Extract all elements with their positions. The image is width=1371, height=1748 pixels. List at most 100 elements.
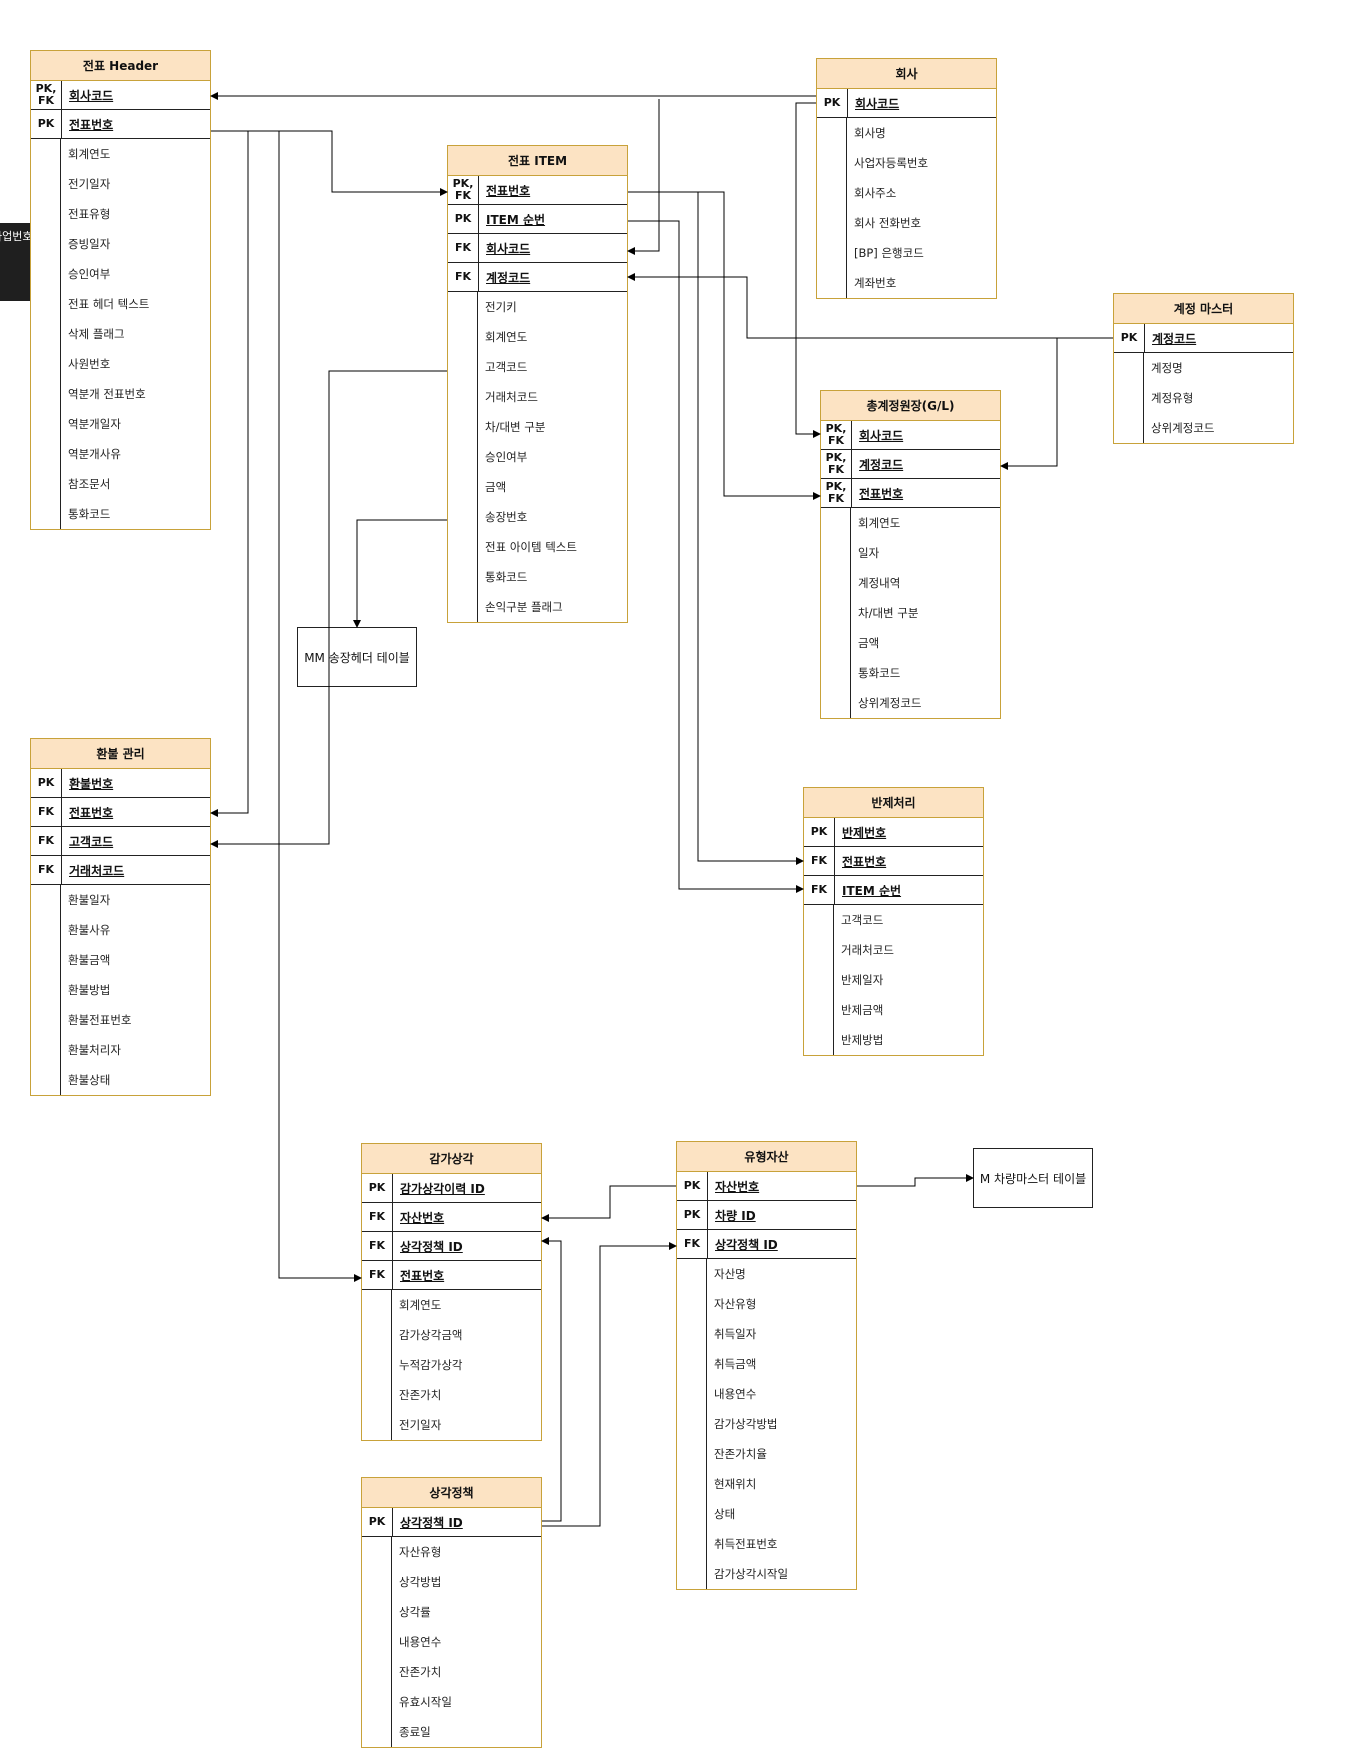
attribute[interactable]: 누적감가상각 xyxy=(399,1358,463,1372)
key-row[interactable]: FK 고객코드 xyxy=(31,827,210,856)
key-row[interactable]: PK, FK 계정코드 xyxy=(821,450,1000,479)
attribute[interactable]: 승인여부 xyxy=(485,450,528,464)
table-voucher-item[interactable]: 전표 ITEM PK, FK 전표번호 PK ITEM 순번 FK 회사코드 F… xyxy=(447,145,628,623)
key-row[interactable]: FK 회사코드 xyxy=(448,234,627,263)
attribute[interactable]: 계좌번호 xyxy=(854,276,897,290)
attribute[interactable]: 환불사유 xyxy=(68,923,111,937)
attribute[interactable]: 회사 전화번호 xyxy=(854,216,922,230)
attribute[interactable]: 회사주소 xyxy=(854,186,897,200)
attribute[interactable]: 차/대변 구분 xyxy=(485,420,546,434)
key-row[interactable]: PK 전표번호 xyxy=(31,110,210,139)
key-row[interactable]: FK 자산번호 xyxy=(362,1203,541,1232)
mm-invoice-header-note[interactable]: MM 송장헤더 테이블 xyxy=(297,627,417,687)
table-depreciation[interactable]: 감가상각 PK 감가상각이력 ID FK 자산번호 FK 상각정책 ID FK … xyxy=(361,1143,542,1441)
attribute[interactable]: 참조문서 xyxy=(68,477,111,491)
attribute[interactable]: 취득금액 xyxy=(714,1357,757,1371)
attribute[interactable]: 거래처코드 xyxy=(485,390,538,404)
attribute[interactable]: 계정명 xyxy=(1151,361,1183,375)
attribute[interactable]: 통화코드 xyxy=(68,507,111,521)
attribute[interactable]: 금액 xyxy=(485,480,507,494)
attribute[interactable]: 전표유형 xyxy=(68,207,111,221)
attribute[interactable]: 통화코드 xyxy=(485,570,528,584)
attribute[interactable]: 전기일자 xyxy=(68,177,111,191)
table-depreciation-policy[interactable]: 상각정책 PK 상각정책 ID 자산유형 상각방법 상각률 내용연수 잔존가치 … xyxy=(361,1477,542,1748)
attribute[interactable]: 증빙일자 xyxy=(68,237,111,251)
attribute[interactable]: 자산유형 xyxy=(714,1297,757,1311)
attribute[interactable]: 고객코드 xyxy=(841,913,884,927)
table-tangible-assets[interactable]: 유형자산 PK 자산번호 PK 차량 ID FK 상각정책 ID 자산명 자산유… xyxy=(676,1141,857,1590)
attribute[interactable]: 회계연도 xyxy=(399,1298,442,1312)
attribute[interactable]: 회계연도 xyxy=(68,147,111,161)
attribute[interactable]: 전표 헤더 텍스트 xyxy=(68,297,150,311)
attribute[interactable]: 상위계정코드 xyxy=(858,696,922,710)
attribute[interactable]: 잔존가치 xyxy=(399,1665,442,1679)
attribute[interactable]: 회계연도 xyxy=(485,330,528,344)
attribute[interactable]: 환불방법 xyxy=(68,983,111,997)
attribute[interactable]: 손익구분 플래그 xyxy=(485,600,563,614)
key-row[interactable]: FK 계정코드 xyxy=(448,263,627,292)
attribute[interactable]: 반제금액 xyxy=(841,1003,884,1017)
attribute[interactable]: 사원번호 xyxy=(68,357,111,371)
attribute[interactable]: 상위계정코드 xyxy=(1151,421,1215,435)
table-general-ledger[interactable]: 총계정원장(G/L) PK, FK 회사코드 PK, FK 계정코드 PK, F… xyxy=(820,390,1001,719)
attribute[interactable]: 유효시작일 xyxy=(399,1695,452,1709)
table-voucher-header[interactable]: 전표 Header PK, FK 회사코드 PK 전표번호 회계연도 전기일자 … xyxy=(30,50,211,530)
attribute[interactable]: 송장번호 xyxy=(485,510,528,524)
table-refund-management[interactable]: 환불 관리 PK 환불번호 FK 전표번호 FK 고객코드 FK 거래처코드 환… xyxy=(30,738,211,1096)
attribute[interactable]: 반제일자 xyxy=(841,973,884,987)
attribute[interactable]: 감가상각금액 xyxy=(399,1328,463,1342)
attribute[interactable]: 계정내역 xyxy=(858,576,901,590)
key-row[interactable]: PK ITEM 순번 xyxy=(448,205,627,234)
attribute[interactable]: 환불처리자 xyxy=(68,1043,121,1057)
key-row[interactable]: FK ITEM 순번 xyxy=(804,876,983,905)
attribute[interactable]: 환불전표번호 xyxy=(68,1013,132,1027)
key-row[interactable]: PK 환불번호 xyxy=(31,769,210,798)
attribute[interactable]: 자산유형 xyxy=(399,1545,442,1559)
key-row[interactable]: FK 전표번호 xyxy=(362,1261,541,1290)
attribute[interactable]: 역분개일자 xyxy=(68,417,121,431)
attribute[interactable]: 거래처코드 xyxy=(841,943,894,957)
attribute[interactable]: 종료일 xyxy=(399,1725,431,1739)
attribute[interactable]: 고객코드 xyxy=(485,360,528,374)
key-row[interactable]: FK 거래처코드 xyxy=(31,856,210,885)
attribute[interactable]: 내용연수 xyxy=(399,1635,442,1649)
attribute[interactable]: 상각방법 xyxy=(399,1575,442,1589)
attribute[interactable]: 내용연수 xyxy=(714,1387,757,1401)
key-row[interactable]: PK 자산번호 xyxy=(677,1172,856,1201)
attribute[interactable]: 계정유형 xyxy=(1151,391,1194,405)
attribute[interactable]: 환불금액 xyxy=(68,953,111,967)
attribute[interactable]: 승인여부 xyxy=(68,267,111,281)
key-row[interactable]: PK, FK 회사코드 xyxy=(31,81,210,110)
attribute[interactable]: 잔존가치 xyxy=(399,1388,442,1402)
attribute[interactable]: 일자 xyxy=(858,546,880,560)
vehicle-master-note[interactable]: M 차량마스터 테이블 xyxy=(973,1148,1093,1208)
table-account-master[interactable]: 계정 마스터 PK 계정코드 계정명 계정유형 상위계정코드 xyxy=(1113,293,1294,444)
key-row[interactable]: FK 전표번호 xyxy=(31,798,210,827)
attribute[interactable]: 현재위치 xyxy=(714,1477,757,1491)
attribute[interactable]: 전표 아이템 텍스트 xyxy=(485,540,577,554)
attribute[interactable]: 사업자등록번호 xyxy=(854,156,929,170)
attribute[interactable]: 환불상태 xyxy=(68,1073,111,1087)
key-row[interactable]: PK 상각정책 ID xyxy=(362,1508,541,1537)
key-row[interactable]: PK, FK 전표번호 xyxy=(448,176,627,205)
attribute[interactable]: 전기키 xyxy=(485,300,517,314)
table-company[interactable]: 회사 PK 회사코드 회사명 사업자등록번호 회사주소 회사 전화번호 [BP]… xyxy=(816,58,997,299)
key-row[interactable]: FK 상각정책 ID xyxy=(362,1232,541,1261)
attribute[interactable]: 전기일자 xyxy=(399,1418,442,1432)
attribute[interactable]: [BP] 은행코드 xyxy=(854,246,924,260)
attribute[interactable]: 반제방법 xyxy=(841,1033,884,1047)
attribute[interactable]: 회사명 xyxy=(854,126,886,140)
attribute[interactable]: 잔존가치율 xyxy=(714,1447,767,1461)
attribute[interactable]: 역분개 전표번호 xyxy=(68,387,146,401)
key-row[interactable]: PK 차량 ID xyxy=(677,1201,856,1230)
key-row[interactable]: PK, FK 회사코드 xyxy=(821,421,1000,450)
key-row[interactable]: PK 감가상각이력 ID xyxy=(362,1174,541,1203)
attribute[interactable]: 역분개사유 xyxy=(68,447,121,461)
attribute[interactable]: 삭제 플래그 xyxy=(68,327,125,341)
attribute[interactable]: 상각률 xyxy=(399,1605,431,1619)
key-row[interactable]: PK, FK 전표번호 xyxy=(821,479,1000,508)
key-row[interactable]: FK 상각정책 ID xyxy=(677,1230,856,1259)
attribute[interactable]: 자산명 xyxy=(714,1267,746,1281)
attribute[interactable]: 통화코드 xyxy=(858,666,901,680)
table-clearing[interactable]: 반제처리 PK 반제번호 FK 전표번호 FK ITEM 순번 고객코드 거래처… xyxy=(803,787,984,1056)
